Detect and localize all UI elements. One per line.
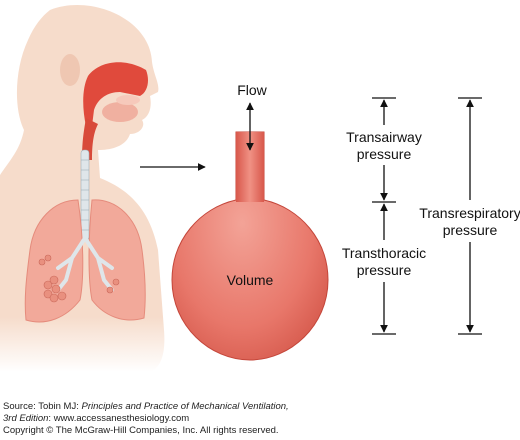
transthoracic-pressure-label: Transthoracic pressure [341, 245, 427, 278]
balloon-model [171, 102, 329, 361]
left-lung [24, 199, 84, 323]
right-lung [88, 199, 146, 321]
volume-label: Volume [226, 272, 274, 288]
source-prefix: Source: Tobin MJ: [3, 401, 82, 412]
pharynx [82, 118, 98, 160]
tongue [102, 102, 138, 122]
source-url: : www.accessanesthesiology.com [48, 413, 190, 424]
pressure-brackets [372, 97, 482, 335]
source-edition: 3rd Edition [3, 413, 49, 424]
copyright-line: Copyright © The McGraw-Hill Companies, I… [3, 425, 279, 436]
transrespiratory-pressure-label: Transrespiratory pressure [419, 205, 520, 238]
nasal-cavity [83, 62, 148, 126]
ear [60, 54, 80, 86]
alveoli-cluster [38, 254, 120, 303]
flow-label: Flow [237, 82, 267, 98]
transairway-pressure-label: Transairway pressure [346, 129, 422, 162]
bronchial-tree [56, 236, 114, 292]
balloon-body [171, 131, 329, 361]
palate [116, 95, 140, 105]
source-line-2: 3rd Edition: www.accessanesthesiology.co… [3, 413, 189, 425]
trachea [80, 149, 90, 241]
human-torso-figure [0, 5, 165, 372]
source-book-title: Principles and Practice of Mechanical Ve… [81, 401, 289, 412]
source-line-1: Source: Tobin MJ: Principles and Practic… [3, 401, 289, 413]
